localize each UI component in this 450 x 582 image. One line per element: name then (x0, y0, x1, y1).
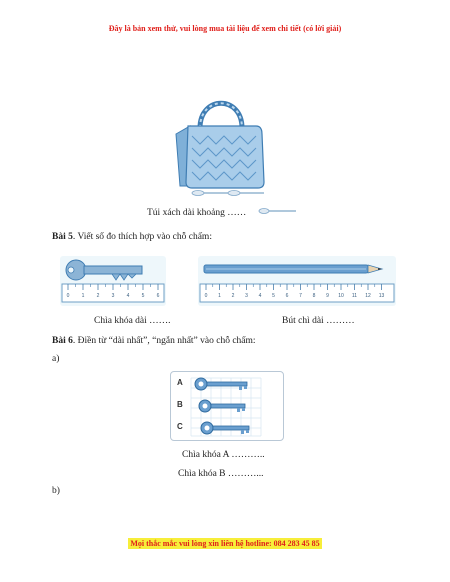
key-b-line: Chìa khóa B ………... (178, 469, 264, 479)
spoon-icon (258, 208, 296, 214)
ruler-tick-label: 2 (97, 293, 100, 299)
ruler-tick-label: 9 (326, 293, 329, 299)
ruler-tick-label: 7 (299, 293, 302, 299)
key-a-line: Chìa khóa A ……….. (182, 450, 265, 460)
ruler-tick-label: 5 (272, 293, 275, 299)
pencil-length-caption: Bút chì dài ……… (282, 316, 355, 326)
row-label-c: C (177, 422, 183, 431)
part-a-label: a) (52, 354, 60, 364)
ruler-tick-label: 2 (232, 293, 235, 299)
ruler-tick-label: 10 (338, 293, 344, 299)
ruler-tick-label: 11 (352, 293, 357, 299)
key-ruler-ticks: 0 1 2 3 4 5 6 (67, 284, 160, 299)
ruler-tick-label: 4 (127, 293, 130, 299)
keys-comparison-grid: A B C (170, 371, 284, 441)
ruler-tick-label: 0 (205, 293, 208, 299)
ruler-tick-label: 3 (245, 293, 248, 299)
ruler-tick-label: 0 (67, 293, 70, 299)
footer-hotline-bar: Mọi thắc mắc vui lòng xin liên hệ hotlin… (0, 533, 450, 551)
bag-caption: Túi xách dài khoảng …… (147, 208, 247, 218)
keys-grid-illustration (190, 377, 262, 437)
ruler-tick-label: 3 (112, 293, 115, 299)
ruler-tick-label: 6 (286, 293, 289, 299)
part-b-label: b) (52, 486, 60, 496)
ruler-tick-label: 4 (259, 293, 262, 299)
ruler-tick-label: 6 (157, 293, 160, 299)
ruler-tick-label: 13 (379, 293, 385, 299)
ruler-tick-label: 5 (142, 293, 145, 299)
exercise-6-heading: Bài 6. Điền từ “dài nhất”, “ngắn nhất” v… (52, 336, 256, 346)
row-label-a: A (177, 378, 183, 387)
exercise-6-instruction: . Điền từ “dài nhất”, “ngắn nhất” vào ch… (72, 336, 256, 346)
ruler-tick-label: 1 (218, 293, 221, 299)
key-b-drawing (198, 399, 246, 413)
hotline-text: Mọi thắc mắc vui lòng xin liên hệ hotlin… (128, 538, 322, 549)
preview-notice: Đây là bản xem thử, vui lòng mua tài liệ… (108, 24, 342, 33)
key-ruler-illustration: 0 1 2 3 4 5 6 (61, 259, 165, 303)
exercise-5-label: Bài 5 (52, 232, 73, 242)
key-a-drawing (194, 377, 248, 391)
key-c-drawing (200, 421, 250, 435)
row-label-b: B (177, 400, 183, 409)
handbag-illustration (175, 100, 265, 196)
key-length-caption: Chìa khóa dài ……. (94, 316, 171, 326)
ruler-tick-label: 12 (365, 293, 371, 299)
exercise-5-instruction: . Viết số đo thích hợp vào chỗ chấm: (72, 232, 212, 242)
ruler-tick-label: 1 (82, 293, 85, 299)
ruler-tick-label: 8 (313, 293, 316, 299)
exercise-6-label: Bài 6 (52, 336, 73, 346)
exercise-5-heading: Bài 5. Viết số đo thích hợp vào chỗ chấm… (52, 232, 212, 242)
key-ruler-panel: 0 1 2 3 4 5 6 (60, 256, 166, 306)
